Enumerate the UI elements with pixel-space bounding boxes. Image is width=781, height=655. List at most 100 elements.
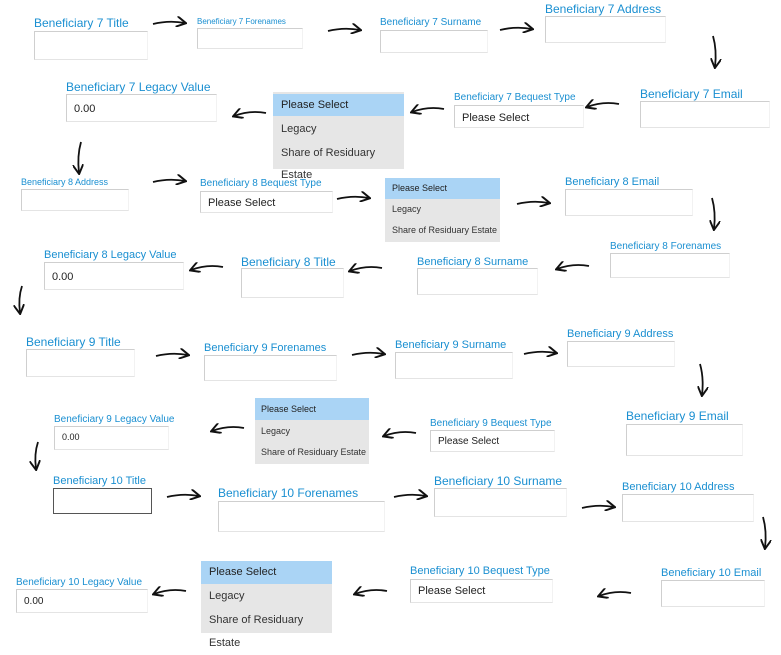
b8-title-input[interactable] [241,268,344,298]
b7-bequest-select[interactable]: Please Select [454,105,584,128]
flow-arrow-icon [166,489,201,503]
flow-arrow-icon [523,346,558,360]
b7-legacy-label: Beneficiary 7 Legacy Value [66,80,211,94]
b7-option-please-select[interactable]: Please Select [273,94,404,116]
b10-forenames-label: Beneficiary 10 Forenames [218,486,359,500]
b8-option-please-select[interactable]: Please Select [385,178,500,199]
b10-email-label: Beneficiary 10 Email [661,567,762,579]
flow-arrow-icon [353,586,388,600]
flow-arrow-icon [581,500,616,514]
flow-arrow-icon [348,263,383,277]
b10-option-please-select[interactable]: Please Select [201,561,332,584]
b9-title-input[interactable] [26,349,135,377]
b7-surname-label: Beneficiary 7 Surname [380,17,482,28]
b9-surname-label: Beneficiary 9 Surname [395,339,507,351]
b7-address-input[interactable] [545,16,666,43]
b8-legacy-input[interactable]: 0.00 [44,262,184,290]
b9-legacy-input[interactable]: 0.00 [54,426,169,450]
b8-option-share-residuary[interactable]: Share of Residuary Estate [392,225,498,235]
flow-arrow-icon [152,16,187,30]
b8-surname-input[interactable] [417,268,538,295]
b8-bequest-select[interactable]: Please Select [200,191,333,213]
flow-arrow-icon [73,141,89,176]
b10-title-input[interactable] [53,488,152,514]
flow-arrow-icon [152,586,187,600]
b8-bequest-dropdown-list: Please Select Legacy Share of Residuary … [385,178,500,242]
b10-legacy-input[interactable]: 0.00 [16,589,148,613]
b7-title-label: Beneficiary 7 Title [34,16,129,30]
b8-legacy-label: Beneficiary 8 Legacy Value [44,249,177,261]
flow-arrow-icon [499,22,534,36]
b10-email-input[interactable] [661,580,765,607]
b7-legacy-input[interactable]: 0.00 [66,94,217,122]
b9-option-please-select[interactable]: Please Select [255,398,369,420]
b9-surname-input[interactable] [395,352,513,379]
b9-address-label: Beneficiary 9 Address [567,328,674,340]
b10-bequest-label: Beneficiary 10 Bequest Type [410,565,550,577]
flow-arrow-icon [757,516,773,551]
b9-option-share-residuary[interactable]: Share of Residuary Estate [261,447,367,457]
flow-arrow-icon [694,363,710,398]
b7-forenames-input[interactable] [197,28,303,49]
b7-title-input[interactable] [34,31,148,60]
b9-legacy-label: Beneficiary 9 Legacy Value [54,414,175,425]
b10-surname-input[interactable] [434,488,567,517]
b9-option-legacy[interactable]: Legacy [261,426,291,436]
flow-arrow-icon [232,108,267,122]
b7-option-share-residuary[interactable]: Share of Residuary Estate [281,147,376,181]
b10-bequest-select[interactable]: Please Select [410,579,553,603]
flow-arrow-icon [516,196,551,210]
b8-forenames-input[interactable] [610,253,730,278]
b9-bequest-dropdown-list: Please Select Legacy Share of Residuary … [255,398,369,464]
b7-address-label: Beneficiary 7 Address [545,2,662,16]
b10-option-legacy[interactable]: Legacy [209,590,245,602]
flow-arrow-icon [327,23,362,37]
b10-address-input[interactable] [622,494,754,522]
flow-arrow-icon [597,588,632,602]
flow-arrow-icon [30,441,46,472]
flow-arrow-icon [706,197,722,232]
b7-email-label: Beneficiary 7 Email [640,87,743,101]
b10-option-share-residuary[interactable]: Share of Residuary Estate [209,614,304,649]
b7-option-legacy[interactable]: Legacy [281,123,317,135]
b9-address-input[interactable] [567,341,675,367]
b7-bequest-dropdown-list: Please Select Legacy Share of Residuary … [273,92,404,181]
flow-arrow-icon [14,285,30,316]
b7-email-input[interactable] [640,101,770,128]
b9-bequest-select[interactable]: Please Select [430,430,555,452]
b8-bequest-label: Beneficiary 8 Bequest Type [200,178,322,189]
b8-address-label: Beneficiary 8 Address [21,177,109,187]
flow-arrow-icon [585,99,620,113]
b8-forenames-label: Beneficiary 8 Forenames [610,241,722,252]
b9-title-label: Beneficiary 9 Title [26,335,121,349]
flow-arrow-icon [555,261,590,275]
b7-forenames-label: Beneficiary 7 Forenames [197,17,286,26]
b7-bequest-label: Beneficiary 7 Bequest Type [454,92,576,103]
flow-arrow-icon [382,428,417,442]
flow-arrow-icon [707,35,723,70]
flow-arrow-icon [393,489,428,503]
b10-title-label: Beneficiary 10 Title [53,475,146,487]
b10-bequest-dropdown-list: Please Select Legacy Share of Residuary … [201,561,332,649]
b9-email-label: Beneficiary 9 Email [626,409,729,423]
b9-bequest-label: Beneficiary 9 Bequest Type [430,418,552,429]
flow-arrow-icon [155,348,190,362]
b8-email-label: Beneficiary 8 Email [565,176,660,188]
b9-forenames-input[interactable] [204,355,337,381]
b10-forenames-input[interactable] [218,501,385,532]
flow-arrow-icon [152,174,187,188]
b7-surname-input[interactable] [380,30,488,53]
b8-email-input[interactable] [565,189,693,216]
flow-arrow-icon [410,104,445,118]
b10-address-label: Beneficiary 10 Address [622,481,735,493]
b8-address-input[interactable] [21,189,129,211]
flow-arrow-icon [189,262,224,276]
b9-email-input[interactable] [626,424,743,456]
b8-surname-label: Beneficiary 8 Surname [417,256,529,268]
flow-arrow-icon [336,191,371,205]
b8-option-legacy[interactable]: Legacy [392,204,422,214]
b8-title-label: Beneficiary 8 Title [241,255,336,269]
flow-arrow-icon [210,423,245,437]
b10-surname-label: Beneficiary 10 Surname [434,474,563,488]
b10-legacy-label: Beneficiary 10 Legacy Value [16,577,143,588]
